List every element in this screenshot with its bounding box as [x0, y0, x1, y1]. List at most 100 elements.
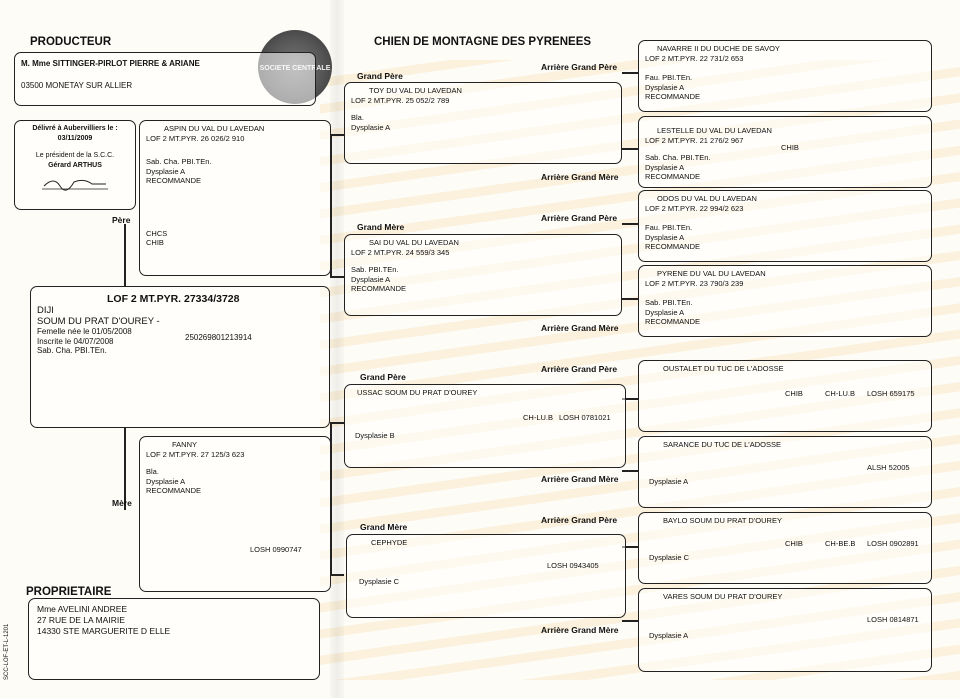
gm2-name: CEPHYDE: [371, 538, 408, 547]
gp1-lof: LOF 2 MT.PYR. 25 052/2 789: [351, 95, 450, 105]
agp1-status: RECOMMANDE: [645, 92, 701, 101]
arriere-grand-mere-3-box: SARANCE DU TUC DE L'ADOSSE ALSH 52005 Dy…: [638, 436, 932, 508]
label-grand-mere: Grand Mère: [357, 222, 405, 232]
label-grand-mere: Grand Mère: [360, 522, 408, 532]
connector: [330, 276, 344, 278]
proprietaire-heading: PROPRIETAIRE: [26, 586, 112, 598]
pere-title-2: CHIB: [146, 238, 164, 247]
arriere-grand-pere-2-box: ODOS DU VAL DU LAVEDAN LOF 2 MT.PYR. 22 …: [638, 190, 932, 262]
agp1-lof: LOF 2 MT.PYR. 22 731/2 653: [645, 53, 744, 63]
pere-lof: LOF 2 MT.PYR. 26 026/2 910: [146, 133, 245, 143]
producer-name: M. Mme SITTINGER-PIRLOT PIERRE & ARIANE: [21, 59, 200, 68]
agm1-lof: LOF 2 MT.PYR. 21 276/2 967: [645, 135, 744, 145]
owner-street: 27 RUE DE LA MAIRIE: [37, 615, 125, 625]
grand-pere-1-box: TOY DU VAL DU LAVEDAN LOF 2 MT.PYR. 25 0…: [344, 82, 622, 164]
connector: [622, 398, 638, 400]
label-mere: Mère: [112, 498, 132, 508]
signature-image: [42, 179, 108, 191]
agp2-status: RECOMMANDE: [645, 242, 701, 251]
mere-box: FANNY LOF 2 MT.PYR. 27 125/3 623 Bla. Dy…: [139, 436, 331, 592]
label-arriere-grand-mere: Arrière Grand Mère: [541, 323, 619, 333]
agm1-title: CHIB: [781, 143, 799, 152]
delivery-signer: Gérard ARTHUS: [48, 161, 102, 169]
agp3-name: OUSTALET DU TUC DE L'ADOSSE: [663, 364, 784, 373]
agp3-losh: LOSH 659175: [867, 389, 915, 398]
dog-name-2: SOUM DU PRAT D'OUREY -: [37, 316, 160, 327]
arriere-grand-pere-4-box: BAYLO SOUM DU PRAT D'OUREY CHIB CH-BE.B …: [638, 512, 932, 584]
agm1-dysplasia: Dysplasie A: [645, 162, 685, 172]
agm4-dysplasia: Dysplasie A: [649, 631, 689, 640]
form-reference: SCC-LOF-ET-L-1201: [4, 623, 10, 680]
label-grand-pere: Grand Père: [360, 372, 406, 382]
agp4-name: BAYLO SOUM DU PRAT D'OUREY: [663, 516, 782, 525]
dog-name-1: DIJI: [37, 305, 54, 316]
page-fold: [330, 0, 344, 698]
agm3-dysplasia: Dysplasie A: [649, 477, 689, 486]
gp1-dysplasia: Dysplasie A: [351, 122, 391, 132]
pere-name: ASPIN DU VAL DU LAVEDAN: [164, 124, 265, 133]
document-title: CHIEN DE MONTAGNE DES PYRENEES: [374, 36, 592, 48]
agp4-dysplasia: Dysplasie C: [649, 553, 690, 562]
arriere-grand-pere-1-box: NAVARRE II DU DUCHE DE SAVOY LOF 2 MT.PY…: [638, 40, 932, 112]
label-grand-pere: Grand Père: [357, 71, 403, 81]
pere-title-1: CHCS: [146, 229, 168, 238]
connector: [622, 298, 638, 300]
delivery-place: Délivré à Aubervilliers le :: [32, 125, 118, 132]
agp4-losh: LOSH 0902891: [867, 539, 919, 548]
gm2-losh: LOSH 0943405: [547, 561, 599, 570]
agm2-name: PYRENE DU VAL DU LAVEDAN: [657, 269, 766, 278]
agp4-title-1: CHIB: [785, 539, 803, 548]
gp2-dysplasia: Dysplasie B: [355, 431, 395, 440]
dog-chip: 250269801213914: [185, 333, 252, 342]
producteur-heading: PRODUCTEUR: [30, 36, 112, 48]
gm1-lof: LOF 2 MT.PYR. 24 559/3 345: [351, 247, 450, 257]
arriere-grand-mere-4-box: VARES SOUM DU PRAT D'OUREY LOSH 0814871 …: [638, 588, 932, 672]
agm3-losh: ALSH 52005: [867, 463, 910, 472]
connector: [330, 134, 344, 136]
connector: [622, 148, 638, 150]
gp2-title-1: CH-LU.B: [523, 413, 554, 422]
connector: [622, 546, 638, 548]
agm4-name: VARES SOUM DU PRAT D'OUREY: [663, 592, 783, 601]
agp1-name: NAVARRE II DU DUCHE DE SAVOY: [657, 44, 780, 53]
agp2-name: ODOS DU VAL DU LAVEDAN: [657, 194, 757, 203]
connector: [622, 620, 638, 622]
delivery-box: Délivré à Aubervilliers le : 03/11/2009 …: [14, 120, 136, 210]
producer-city: 03500 MONETAY SUR ALLIER: [21, 81, 133, 90]
connector: [622, 470, 638, 472]
pere-status: RECOMMANDE: [146, 176, 202, 185]
agm1-name: LESTELLE DU VAL DU LAVEDAN: [657, 126, 772, 135]
owner-box: Mme AVELINI ANDREE 27 RUE DE LA MAIRIE 1…: [28, 598, 320, 680]
agp3-title-1: CHIB: [785, 389, 803, 398]
agm3-name: SARANCE DU TUC DE L'ADOSSE: [663, 440, 781, 449]
agm2-test: Sab. PBI.TEn.: [645, 298, 693, 307]
connector: [622, 72, 638, 74]
agp1-dysplasia: Dysplasie A: [645, 82, 685, 92]
agm4-losh: LOSH 0814871: [867, 615, 919, 624]
label-arriere-grand-mere: Arrière Grand Mère: [541, 474, 619, 484]
owner-city: 14330 STE MARGUERITE D ELLE: [37, 626, 171, 636]
grand-pere-2-box: USSAC SOUM DU PRAT D'OUREY CH-LU.B LOSH …: [344, 384, 626, 468]
agm2-status: RECOMMANDE: [645, 317, 701, 326]
dog-birth: Femelle née le 01/05/2008: [37, 327, 132, 336]
pere-dysplasia: Dysplasie A: [146, 166, 186, 176]
mere-losh: LOSH 0990747: [250, 545, 302, 554]
agp1-test: Fau. PBI.TEn.: [645, 73, 693, 82]
connector: [622, 223, 638, 225]
grand-mere-2-box: CEPHYDE LOSH 0943405 Dysplasie C: [346, 534, 626, 618]
gm1-status: RECOMMANDE: [351, 284, 407, 293]
gm2-dysplasia: Dysplasie C: [359, 577, 400, 586]
arriere-grand-pere-3-box: OUSTALET DU TUC DE L'ADOSSE CHIB CH-LU.B…: [638, 360, 932, 432]
agm1-test: Sab. Cha. PBI.TEn.: [645, 153, 711, 162]
mere-dysplasia: Dysplasie A: [146, 476, 186, 486]
delivery-date: 03/11/2009: [57, 134, 93, 142]
label-arriere-grand-pere: Arrière Grand Père: [541, 213, 618, 223]
mere-name: FANNY: [172, 440, 198, 449]
agp2-dysplasia: Dysplasie A: [645, 232, 685, 242]
grand-mere-1-box: SAI DU VAL DU LAVEDAN LOF 2 MT.PYR. 24 5…: [344, 234, 622, 316]
gm1-name: SAI DU VAL DU LAVEDAN: [369, 238, 459, 247]
gp1-coat: Bla.: [351, 113, 364, 122]
arriere-grand-mere-2-box: PYRENE DU VAL DU LAVEDAN LOF 2 MT.PYR. 2…: [638, 265, 932, 337]
mere-status: RECOMMANDE: [146, 486, 202, 495]
